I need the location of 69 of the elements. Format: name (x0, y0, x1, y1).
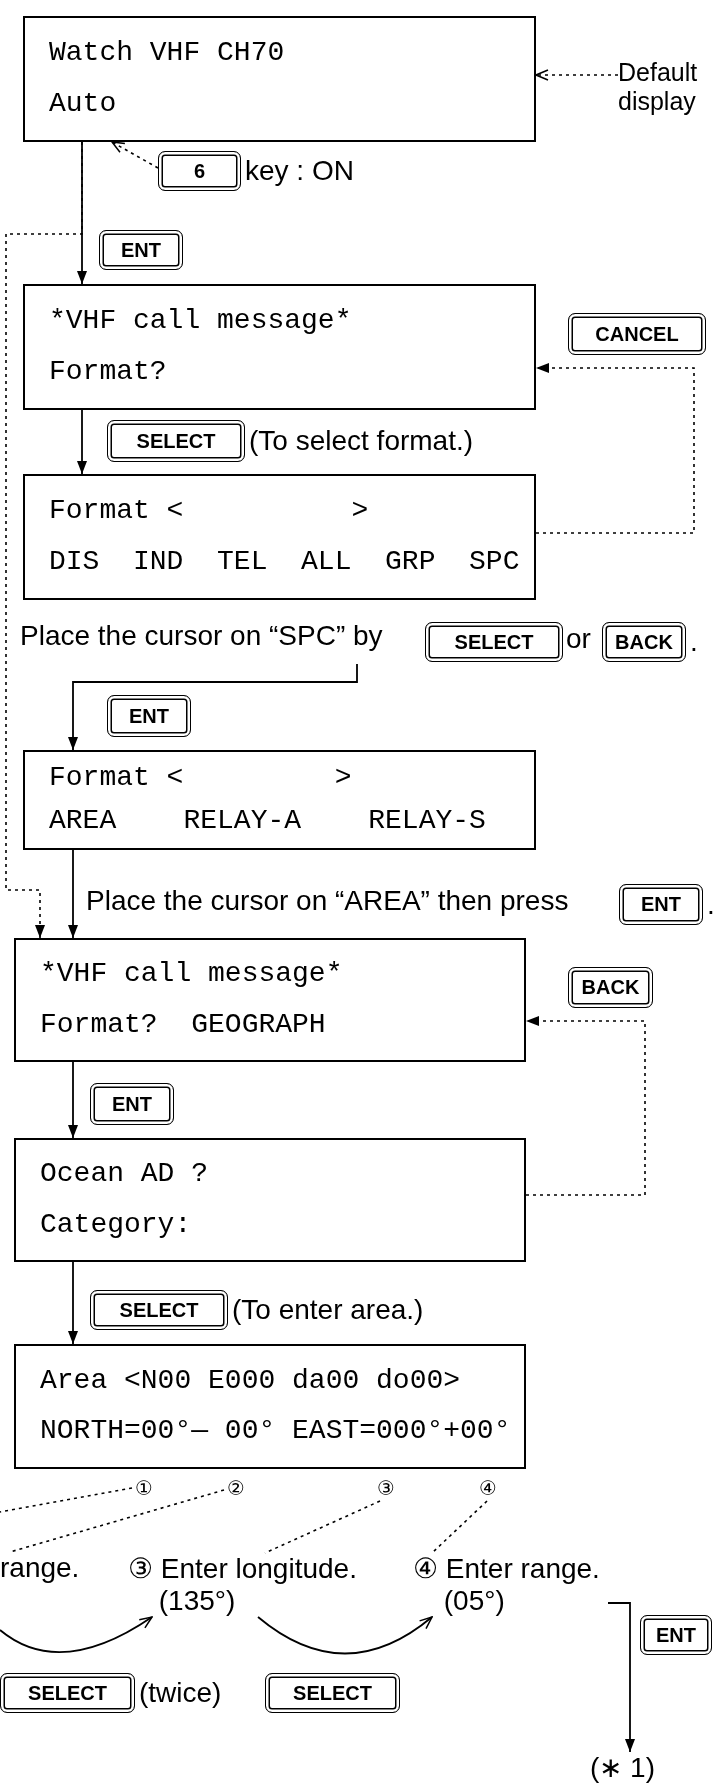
display-text: NORTH=00°— 00° EAST=000°+00° (40, 1416, 511, 1448)
instruction-text: Place the cursor on “AREA” then press (86, 885, 611, 927)
callout-number: ③ (374, 1475, 398, 1501)
lcd-display-screen (23, 474, 536, 600)
dashed-leader-line (431, 1500, 488, 1554)
key-caption: (To enter area.) (232, 1293, 424, 1327)
display-text: Category: (40, 1209, 192, 1241)
arrow (0, 1616, 153, 1653)
key-button: ENT (619, 884, 703, 925)
arrow (68, 663, 358, 751)
key-button: SELECT (0, 1673, 135, 1713)
dashed-arrow (111, 141, 159, 169)
key-caption: key : ON (245, 154, 354, 188)
dashed-arrow (5, 141, 83, 939)
key-button: SELECT (90, 1290, 228, 1330)
key-caption: . (707, 887, 715, 922)
instruction-text: Place the cursor on “SPC” by (20, 620, 415, 664)
display-text: AREA RELAY-A RELAY-S (49, 805, 486, 837)
key-button: SELECT (265, 1673, 400, 1713)
key-button: 6 (158, 151, 241, 191)
reference-mark: (∗ 1) (590, 1752, 670, 1784)
lcd-display-screen (23, 284, 536, 410)
arrow (68, 1261, 78, 1345)
lcd-display-screen (23, 16, 536, 142)
key-button: CANCEL (568, 313, 706, 355)
lcd-display-screen (14, 938, 526, 1062)
key-button: BACK (602, 622, 686, 662)
arrow (257, 1616, 433, 1655)
display-text: DIS IND TEL ALL GRP SPC (49, 547, 520, 578)
key-button: ENT (107, 695, 191, 737)
key-button: SELECT (425, 622, 563, 662)
display-text: *VHF call message* (49, 306, 352, 337)
key-caption: (twice) (139, 1676, 222, 1710)
dashed-arrow (535, 363, 695, 534)
display-text: Format < > (49, 496, 369, 527)
callout-number: ④ (476, 1475, 500, 1501)
callout-number: ① (132, 1475, 156, 1501)
arrow (607, 1602, 635, 1753)
label-text: or (566, 622, 591, 656)
display-text: Ocean AD ? (40, 1159, 209, 1191)
lcd-display-screen (14, 1344, 526, 1469)
dashed-arrow (525, 1016, 646, 1196)
key-button: SELECT (107, 420, 245, 462)
display-text: *VHF call message* (40, 959, 343, 991)
display-text: Auto (49, 89, 117, 120)
display-text: Watch VHF CH70 (49, 38, 285, 69)
step-text: range. (0, 1552, 90, 1586)
step-text: ③ Enter longitude. (135°) (128, 1553, 398, 1617)
lcd-display-screen (14, 1138, 526, 1262)
lcd-display-screen (23, 750, 536, 850)
key-button: ENT (90, 1083, 174, 1125)
key-caption: . (690, 625, 698, 659)
dashed-leader-line (9, 1489, 225, 1553)
key-caption: (To select format.) (249, 424, 474, 458)
callout-number: ② (224, 1475, 248, 1501)
arrow (68, 1061, 78, 1139)
dashed-arrow (535, 69, 619, 81)
note-text: Default display (618, 58, 712, 114)
dashed-leader-line (0, 1487, 133, 1513)
key-button: ENT (99, 230, 183, 270)
key-button: ENT (640, 1615, 712, 1655)
arrow (77, 409, 87, 475)
display-text: Format? (49, 357, 167, 388)
display-text: Format < > (49, 763, 352, 795)
step-text: ④ Enter range. (05°) (413, 1553, 608, 1617)
display-text: Area <N00 E000 da00 do00> (40, 1365, 461, 1397)
key-button: BACK (568, 967, 653, 1008)
display-text: Format? GEOGRAPH (40, 1009, 326, 1041)
arrow (68, 849, 78, 939)
